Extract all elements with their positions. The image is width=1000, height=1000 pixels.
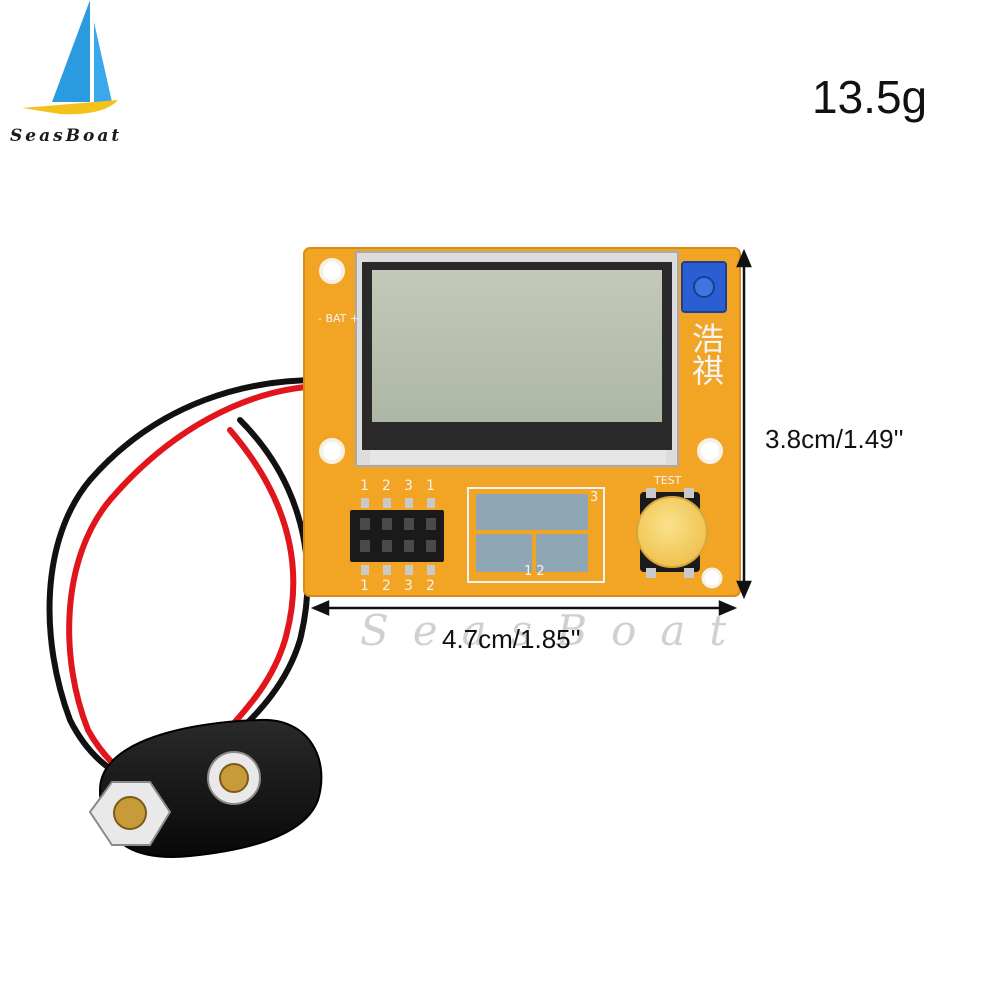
pin-bottom-1: 1 bbox=[360, 578, 369, 594]
lcd-screen bbox=[372, 270, 662, 422]
pin-bottom-3: 3 bbox=[404, 578, 413, 594]
mount-hole bbox=[319, 438, 345, 464]
width-dimension-arrow bbox=[310, 600, 738, 616]
pin-top-2: 2 bbox=[382, 478, 391, 494]
pin-bottom-4: 2 bbox=[426, 578, 435, 594]
logo-sail-left bbox=[52, 0, 90, 102]
pcb-board bbox=[303, 247, 741, 597]
pin-top-1: 1 bbox=[360, 478, 369, 494]
logo-sail-right bbox=[94, 22, 112, 102]
mount-hole bbox=[319, 258, 345, 284]
mount-hole bbox=[701, 567, 723, 589]
logo-hull bbox=[22, 100, 118, 115]
test-label: TEST bbox=[654, 474, 682, 487]
pin-top-4: 1 bbox=[426, 478, 435, 494]
test-button bbox=[636, 488, 708, 578]
battery-clip bbox=[88, 718, 323, 858]
pin-bottom-2: 2 bbox=[382, 578, 391, 594]
mount-hole bbox=[697, 438, 723, 464]
height-label: 3.8cm/1.49'' bbox=[765, 424, 904, 454]
zif-label-12: 1 2 bbox=[524, 564, 545, 579]
brand-name: SeasBoat bbox=[10, 126, 123, 146]
side-silk-chars: 浩祺 bbox=[687, 322, 725, 386]
pin-header bbox=[350, 498, 444, 575]
zif-pad-area bbox=[467, 487, 605, 583]
battery-label: - BAT + bbox=[318, 312, 360, 325]
height-dimension-arrow bbox=[736, 248, 752, 600]
pin-top-3: 3 bbox=[404, 478, 413, 494]
zif-label-3: 3 bbox=[590, 490, 599, 505]
brand-logo bbox=[22, 0, 118, 115]
width-label: 4.7cm/1.85'' bbox=[442, 624, 581, 654]
watermark: SeasBoat bbox=[360, 606, 751, 655]
weight-label: 13.5g bbox=[812, 71, 928, 123]
